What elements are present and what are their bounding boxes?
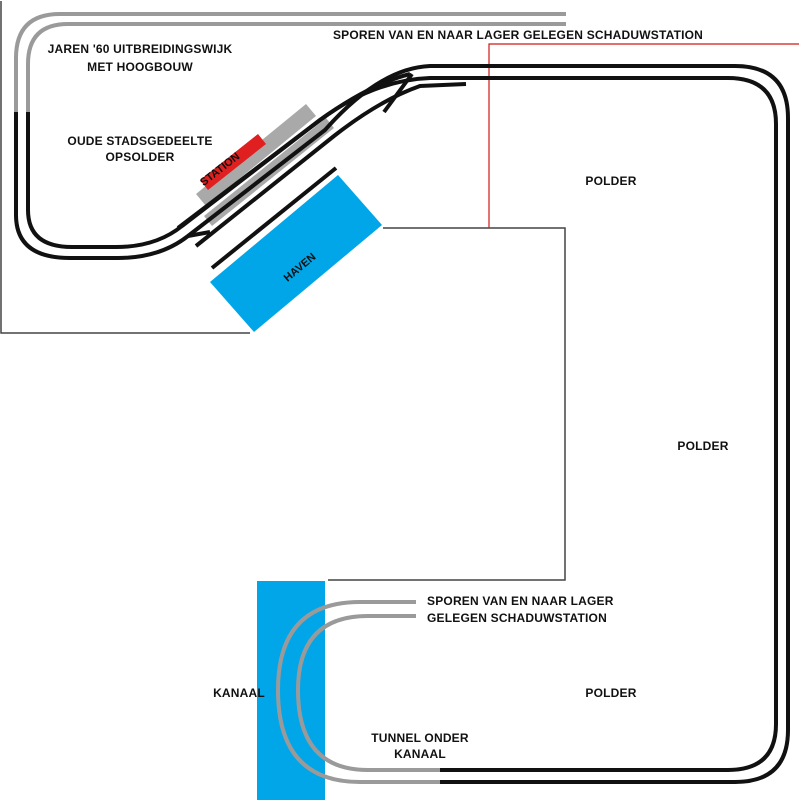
label-jaren60-line1: JAREN '60 UITBREIDINGSWIJK [48,42,233,56]
hidden-track-bottom-inner [295,614,440,772]
kanaal-water [257,581,325,800]
main-track-inner [28,56,800,800]
label-sporen-bottom-line2: GELEGEN SCHADUWSTATION [427,611,607,625]
red-wire-line [488,43,799,228]
label-jaren60-line2: MET HOOGBOUW [87,60,193,74]
label-sporen-bottom-line1: SPOREN VAN EN NAAR LAGER [427,594,614,608]
label-polder-top: POLDER [585,174,636,188]
haven-spur [210,166,338,270]
label-tunnel-line1: TUNNEL ONDER [371,731,469,745]
station-building [200,134,266,190]
platform-upper [196,104,316,206]
hidden-track-top-outer [14,12,566,112]
haven-water [210,175,382,332]
hidden-track-bottom-outer [275,600,440,784]
station-track-lower [194,82,467,248]
main-track-outer [14,64,790,784]
hidden-track-top-inner [26,22,566,112]
room-outline [0,1,566,581]
label-tunnel-line2: KANAAL [394,747,446,761]
label-polder-bottom: POLDER [585,686,636,700]
main-track-inner-line [26,76,778,772]
label-oude-line2: OPSOLDER [106,150,175,164]
station-siding [176,72,411,230]
label-polder-mid: POLDER [677,439,728,453]
label-kanaal: KANAAL [213,686,265,700]
label-sporen-top: SPOREN VAN EN NAAR LAGER GELEGEN SCHADUW… [333,28,703,42]
label-oude-line1: OUDE STADSGEDEELTE [67,134,212,148]
